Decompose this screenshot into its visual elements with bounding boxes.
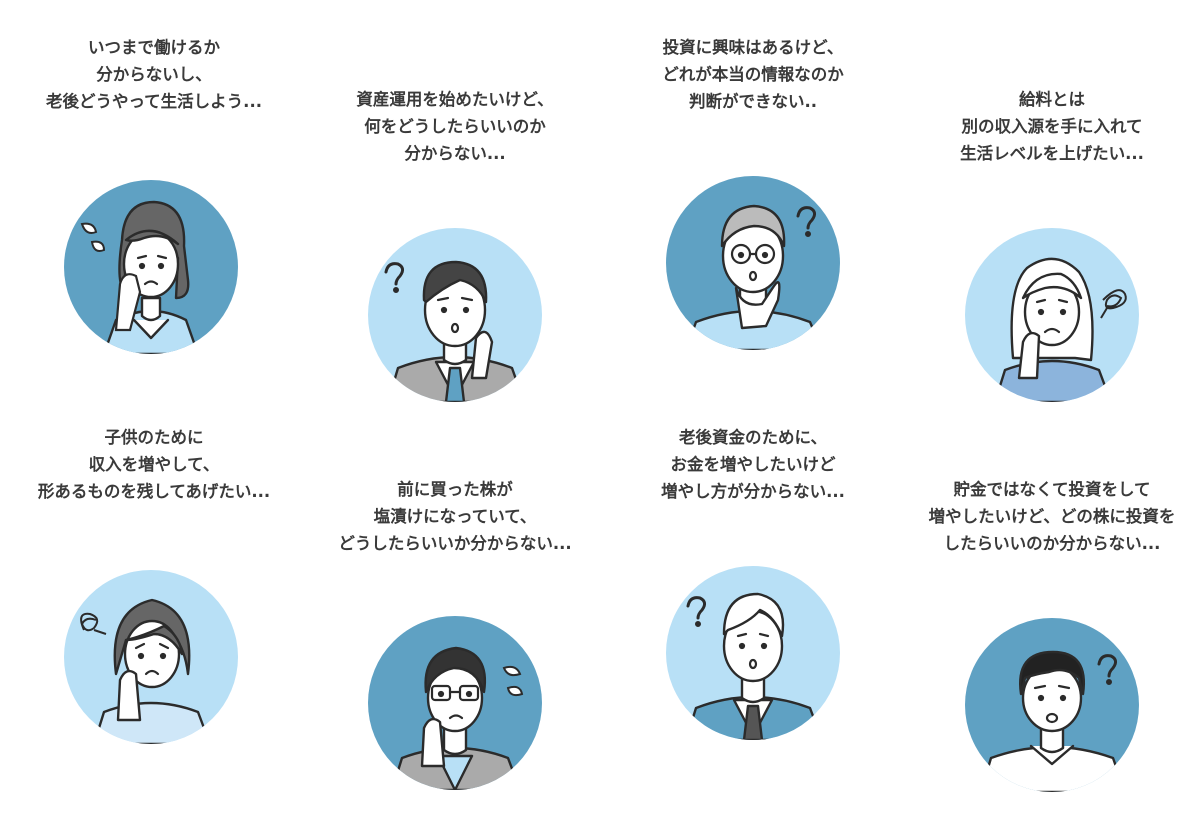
quote-line: 収入を増やして、 — [88, 455, 220, 474]
persona-avatar-5 — [64, 570, 238, 744]
persona-card-1: いつまで働けるか 分からないし、 老後どうやって生活しよう... — [4, 0, 304, 420]
scribble-icon — [1100, 289, 1127, 319]
persona-quote-3: 投資に興味はあるけど、 どれが本当の情報なのか 判断ができない.. — [603, 34, 903, 115]
quote-line: 投資に興味はあるけど、 — [662, 38, 844, 57]
persona-card-8: 貯金ではなくて投資をして 増やしたいけど、どの株に投資を したらいいのか分からな… — [902, 0, 1201, 834]
quote-line: 前に買った株が — [397, 480, 513, 499]
quote-line: 分からないし、 — [96, 65, 212, 84]
persona-card-7: 老後資金のために、 お金を増やしたいけど 増やし方が分からない... — [603, 0, 903, 834]
quote-line: 塩漬けになっていて、 — [373, 507, 537, 526]
question-mark-icon — [686, 596, 707, 627]
persona-avatar-2 — [368, 228, 542, 402]
quote-line: 給料とは — [1019, 90, 1085, 109]
quote-line: どうしたらいいか分からない... — [338, 534, 572, 553]
quote-line: どれが本当の情報なのか — [662, 65, 844, 84]
question-mark-icon — [384, 262, 405, 293]
persona-quote-2: 資産運用を始めたいけど、 何をどうしたらいいのか 分からない... — [305, 86, 605, 167]
scribble-icon — [80, 612, 107, 635]
persona-avatar-7 — [666, 566, 840, 740]
quote-line: 老後資金のために、 — [678, 428, 827, 447]
persona-card-3: 投資に興味はあるけど、 どれが本当の情報なのか 判断ができない.. — [603, 0, 903, 420]
quote-line: 別の収入源を手に入れて — [961, 117, 1143, 136]
persona-card-6: 前に買った株が 塩漬けになっていて、 どうしたらいいか分からない... — [305, 0, 605, 834]
persona-card-4: 給料とは 別の収入源を手に入れて 生活レベルを上げたい... — [902, 0, 1201, 420]
quote-line: したらいいのか分からない... — [943, 534, 1161, 553]
question-mark-icon — [796, 206, 817, 237]
quote-line: 形あるものを残してあげたい... — [37, 482, 271, 501]
quote-line: 何をどうしたらいいのか — [364, 117, 546, 136]
quote-line: 子供のために — [104, 428, 204, 447]
persona-card-5: 子供のために 収入を増やして、 形あるものを残してあげたい... — [4, 0, 304, 834]
persona-quote-6: 前に買った株が 塩漬けになっていて、 どうしたらいいか分からない... — [305, 476, 605, 557]
quote-line: お金を増やしたいけど — [670, 455, 836, 474]
persona-avatar-3 — [666, 176, 840, 350]
persona-quote-7: 老後資金のために、 お金を増やしたいけど 増やし方が分からない... — [603, 424, 903, 505]
quote-line: 増やしたいけど、どの株に投資を — [928, 507, 1176, 526]
quote-line: 分からない... — [404, 144, 506, 163]
quote-line: 生活レベルを上げたい... — [960, 144, 1144, 163]
question-mark-icon — [1097, 654, 1118, 685]
sweat-drops-icon — [502, 665, 524, 697]
persona-card-2: 資産運用を始めたいけど、 何をどうしたらいいのか 分からない... — [305, 0, 605, 420]
persona-quote-8: 貯金ではなくて投資をして 増やしたいけど、どの株に投資を したらいいのか分からな… — [902, 476, 1201, 557]
sweat-drops-icon — [80, 222, 106, 252]
persona-quote-1: いつまで働けるか 分からないし、 老後どうやって生活しよう... — [4, 34, 304, 115]
persona-avatar-8 — [965, 618, 1139, 792]
quote-line: 増やし方が分からない... — [661, 482, 845, 501]
persona-avatar-1 — [64, 180, 238, 354]
persona-avatar-6 — [368, 616, 542, 790]
persona-quote-5: 子供のために 収入を増やして、 形あるものを残してあげたい... — [4, 424, 304, 505]
quote-line: 資産運用を始めたいけど、 — [356, 90, 554, 109]
persona-avatar-4 — [965, 228, 1139, 402]
quote-line: 判断ができない.. — [688, 92, 818, 111]
persona-quote-4: 給料とは 別の収入源を手に入れて 生活レベルを上げたい... — [902, 86, 1201, 167]
quote-line: 貯金ではなくて投資をして — [953, 480, 1151, 499]
quote-line: 老後どうやって生活しよう... — [46, 92, 262, 111]
quote-line: いつまで働けるか — [88, 38, 220, 57]
